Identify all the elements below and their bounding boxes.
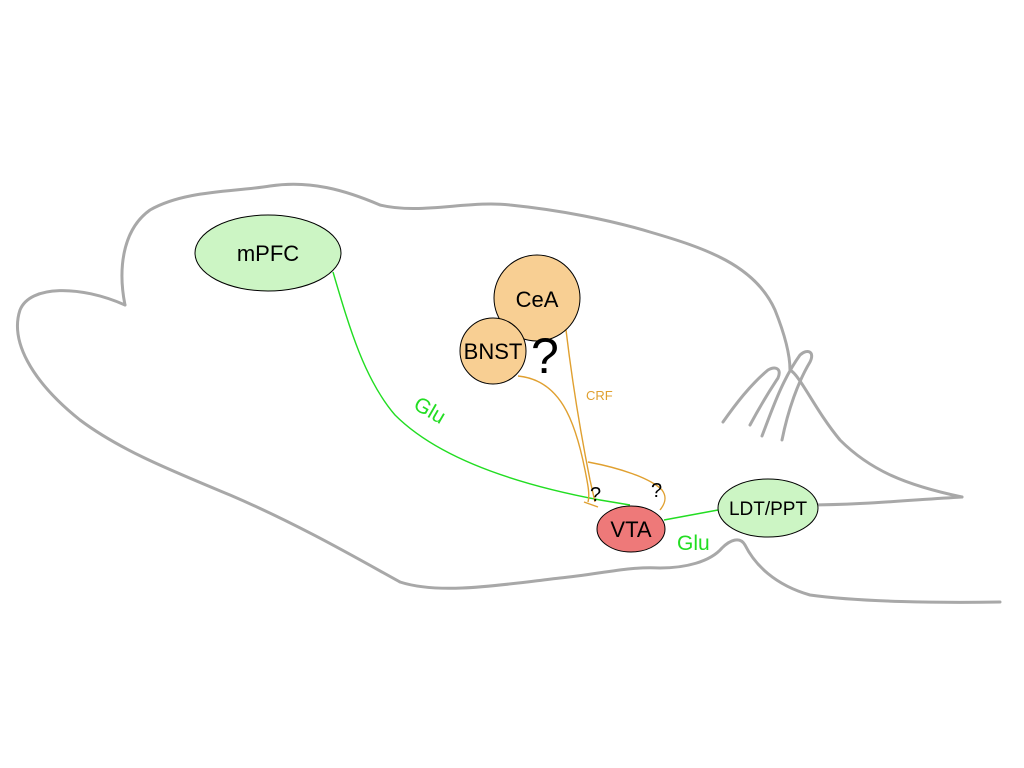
mpfc-to-vta-glu-line xyxy=(332,271,631,506)
vta-left-unknown-mark: ? xyxy=(590,484,601,506)
region-vta: VTA xyxy=(596,505,666,553)
glu-ldt-label: Glu xyxy=(677,532,710,555)
bnst-node xyxy=(459,317,527,385)
mpfc-node xyxy=(194,214,342,292)
cea-to-vta-crf-line xyxy=(565,329,596,503)
mpfc-label: mPFC xyxy=(237,241,299,266)
bnst-label: BNST xyxy=(464,339,523,364)
region-bnst: BNST xyxy=(459,317,527,385)
projections xyxy=(332,271,719,521)
vta-label: VTA xyxy=(610,517,651,542)
glu-mpfc-label: Glu xyxy=(410,393,450,429)
cea-label: CeA xyxy=(516,287,559,312)
vta-right-unknown-mark: ? xyxy=(651,480,662,502)
region-ldt-ppt: LDT/PPT xyxy=(717,478,819,538)
brain-ventral-contour xyxy=(16,289,1002,604)
cerebellum-fold-2 xyxy=(760,350,814,442)
region-mpfc: mPFC xyxy=(194,214,342,292)
crf-loop-to-vta-right xyxy=(587,461,666,511)
crf-label: CRF xyxy=(586,388,613,403)
brain-contour xyxy=(120,182,964,499)
bnst-to-vta-crf-line xyxy=(517,375,590,503)
ldt-to-vta-glu-line xyxy=(663,509,719,521)
cea-node xyxy=(493,254,581,342)
vta-node xyxy=(596,505,666,553)
ldt-ppt-node xyxy=(717,478,819,538)
region-cea: CeA xyxy=(493,254,581,342)
cerebellum-fold-1 xyxy=(721,366,781,427)
brain-outline xyxy=(16,182,1002,604)
ldt-ppt-label: LDT/PPT xyxy=(729,499,808,520)
bnst-unknown-mark: ? xyxy=(531,328,559,384)
crf-terminal-left xyxy=(583,501,599,508)
brainstem-upper xyxy=(804,495,964,507)
